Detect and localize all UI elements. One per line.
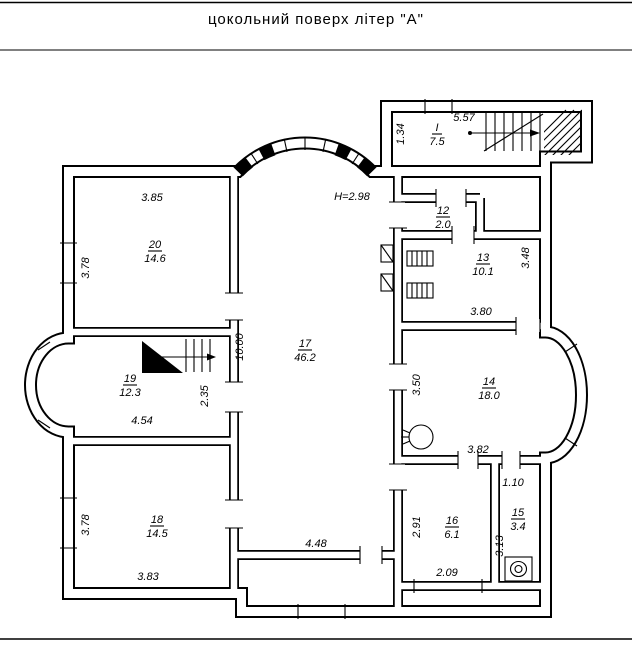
radiator-icon xyxy=(406,250,434,299)
room-number: 15 xyxy=(512,507,525,519)
room-labels: І 7.5 12 2.0 13 10.1 14 18.0 15 3.4 16 6… xyxy=(119,122,525,541)
room-label-20: 20 14.6 xyxy=(144,239,166,265)
door-openings xyxy=(225,189,541,564)
room-number: 14 xyxy=(483,376,495,388)
room-area: 3.4 xyxy=(510,521,525,533)
room-number: І xyxy=(435,122,438,134)
flue-icon xyxy=(380,244,394,292)
room-area: 12.3 xyxy=(119,387,141,399)
room-label-14: 14 18.0 xyxy=(478,376,500,402)
room-area: 2.0 xyxy=(434,219,451,231)
room-label-13: 13 10.1 xyxy=(472,252,493,278)
room-number: 13 xyxy=(477,252,490,264)
dim-r16-bottom: 2.09 xyxy=(435,567,457,579)
dim-r18-left: 3.78 xyxy=(80,513,92,535)
dim-rI-top: 5.57 xyxy=(453,112,475,124)
ceiling-height-note: Н=2.98 xyxy=(334,191,371,203)
room-number: 20 xyxy=(148,239,162,251)
dim-r19-bottom: 4.54 xyxy=(131,415,152,427)
room-area: 10.1 xyxy=(472,266,493,278)
room-number: 17 xyxy=(299,338,312,350)
room-area: 18.0 xyxy=(478,390,500,402)
dim-r17-bottom: 4.48 xyxy=(305,538,327,550)
room-label-I: І 7.5 xyxy=(429,122,445,148)
room-label-15: 15 3.4 xyxy=(510,507,525,533)
room-area: 14.5 xyxy=(146,528,168,540)
toilet-icon xyxy=(504,556,533,582)
room-number: 18 xyxy=(151,514,164,526)
window-ticks xyxy=(37,99,578,619)
room-label-19: 19 12.3 xyxy=(119,373,141,399)
room-number: 16 xyxy=(446,515,459,527)
dim-r13-right: 3.48 xyxy=(520,246,532,268)
room-label-17: 17 46.2 xyxy=(294,338,315,364)
room-area: 7.5 xyxy=(429,136,445,148)
dim-r19-right: 2.35 xyxy=(199,384,211,407)
room-label-16: 16 6.1 xyxy=(444,515,459,541)
dim-r15-top: 1.10 xyxy=(502,477,524,489)
dim-r17-left: 10.00 xyxy=(234,332,246,360)
dim-r18-bottom: 3.83 xyxy=(137,571,159,583)
dim-r14-left: 3.50 xyxy=(411,373,423,395)
room-label-12: 12 2.0 xyxy=(434,205,451,231)
room-number: 12 xyxy=(437,205,449,217)
room-area: 14.6 xyxy=(144,253,166,265)
dim-r20-left: 3.78 xyxy=(80,256,92,278)
dimension-labels: 3.85 3.78 4.54 2.35 3.78 3.83 10.00 4.48… xyxy=(80,112,532,583)
dim-r15-left: 3.13 xyxy=(494,534,506,556)
dim-r16-left: 2.91 xyxy=(411,516,423,538)
dim-r14-bottom: 3.82 xyxy=(467,444,488,456)
room-number: 19 xyxy=(124,373,136,385)
entrance-stairs-icon xyxy=(468,109,582,155)
page-title: цокольний поверх літер "А" xyxy=(208,11,424,28)
room-area: 6.1 xyxy=(444,529,459,541)
arched-bay-window xyxy=(233,137,377,177)
dim-r13-bottom: 3.80 xyxy=(470,306,492,318)
room-area: 46.2 xyxy=(294,352,315,364)
boiler-icon xyxy=(401,424,434,450)
dim-r20-top: 3.85 xyxy=(141,192,163,204)
room-label-18: 18 14.5 xyxy=(146,514,168,540)
internal-stairs-icon xyxy=(142,339,216,373)
dim-rI-left: 1.34 xyxy=(395,123,407,144)
